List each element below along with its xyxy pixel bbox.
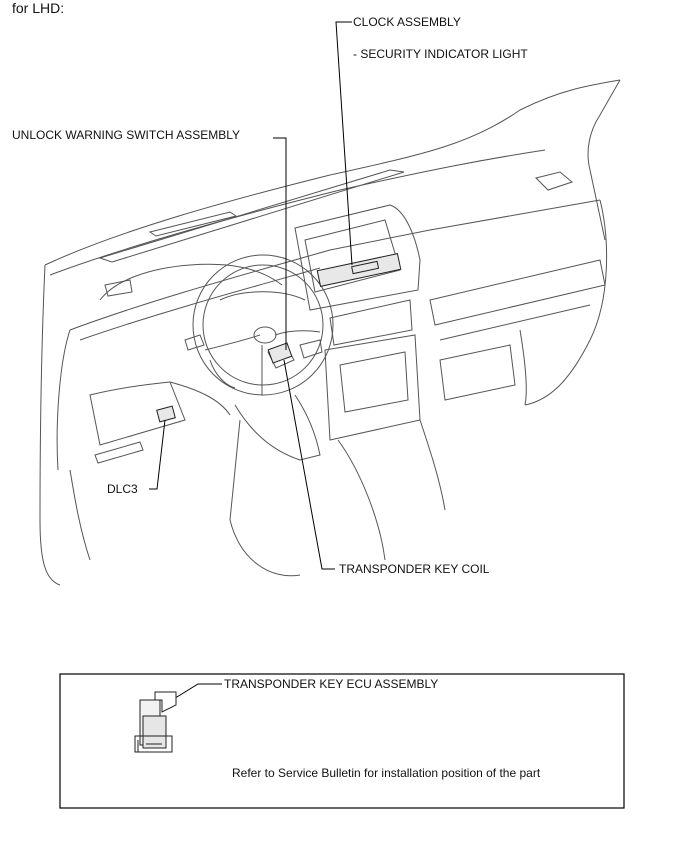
coil-leader-line: [283, 359, 335, 570]
inset-box: [59, 673, 625, 809]
clock-leader-line: [335, 21, 353, 266]
transponder-key-ecu-label: TRANSPONDER KEY ECU ASSEMBLY: [224, 677, 439, 691]
dlc3-part: [156, 405, 176, 423]
transponder-key-coil-label: TRANSPONDER KEY COIL: [339, 562, 490, 576]
unlock-leader-line: [273, 137, 287, 350]
security-indicator-label: - SECURITY INDICATOR LIGHT: [353, 47, 528, 61]
ecu-assembly-part: [134, 691, 177, 753]
ecu-leader-line: [171, 683, 222, 701]
unlock-warning-switch-label: UNLOCK WARNING SWITCH ASSEMBLY: [12, 128, 241, 142]
service-bulletin-note: Refer to Service Bulletin for installati…: [232, 766, 541, 780]
dlc3-leader-line: [149, 419, 166, 490]
dlc3-label: DLC3: [107, 482, 138, 496]
key-cylinder-part: [267, 342, 293, 364]
page-title: for LHD:: [12, 0, 65, 16]
clock-assembly-label: CLOCK ASSEMBLY: [353, 15, 461, 29]
